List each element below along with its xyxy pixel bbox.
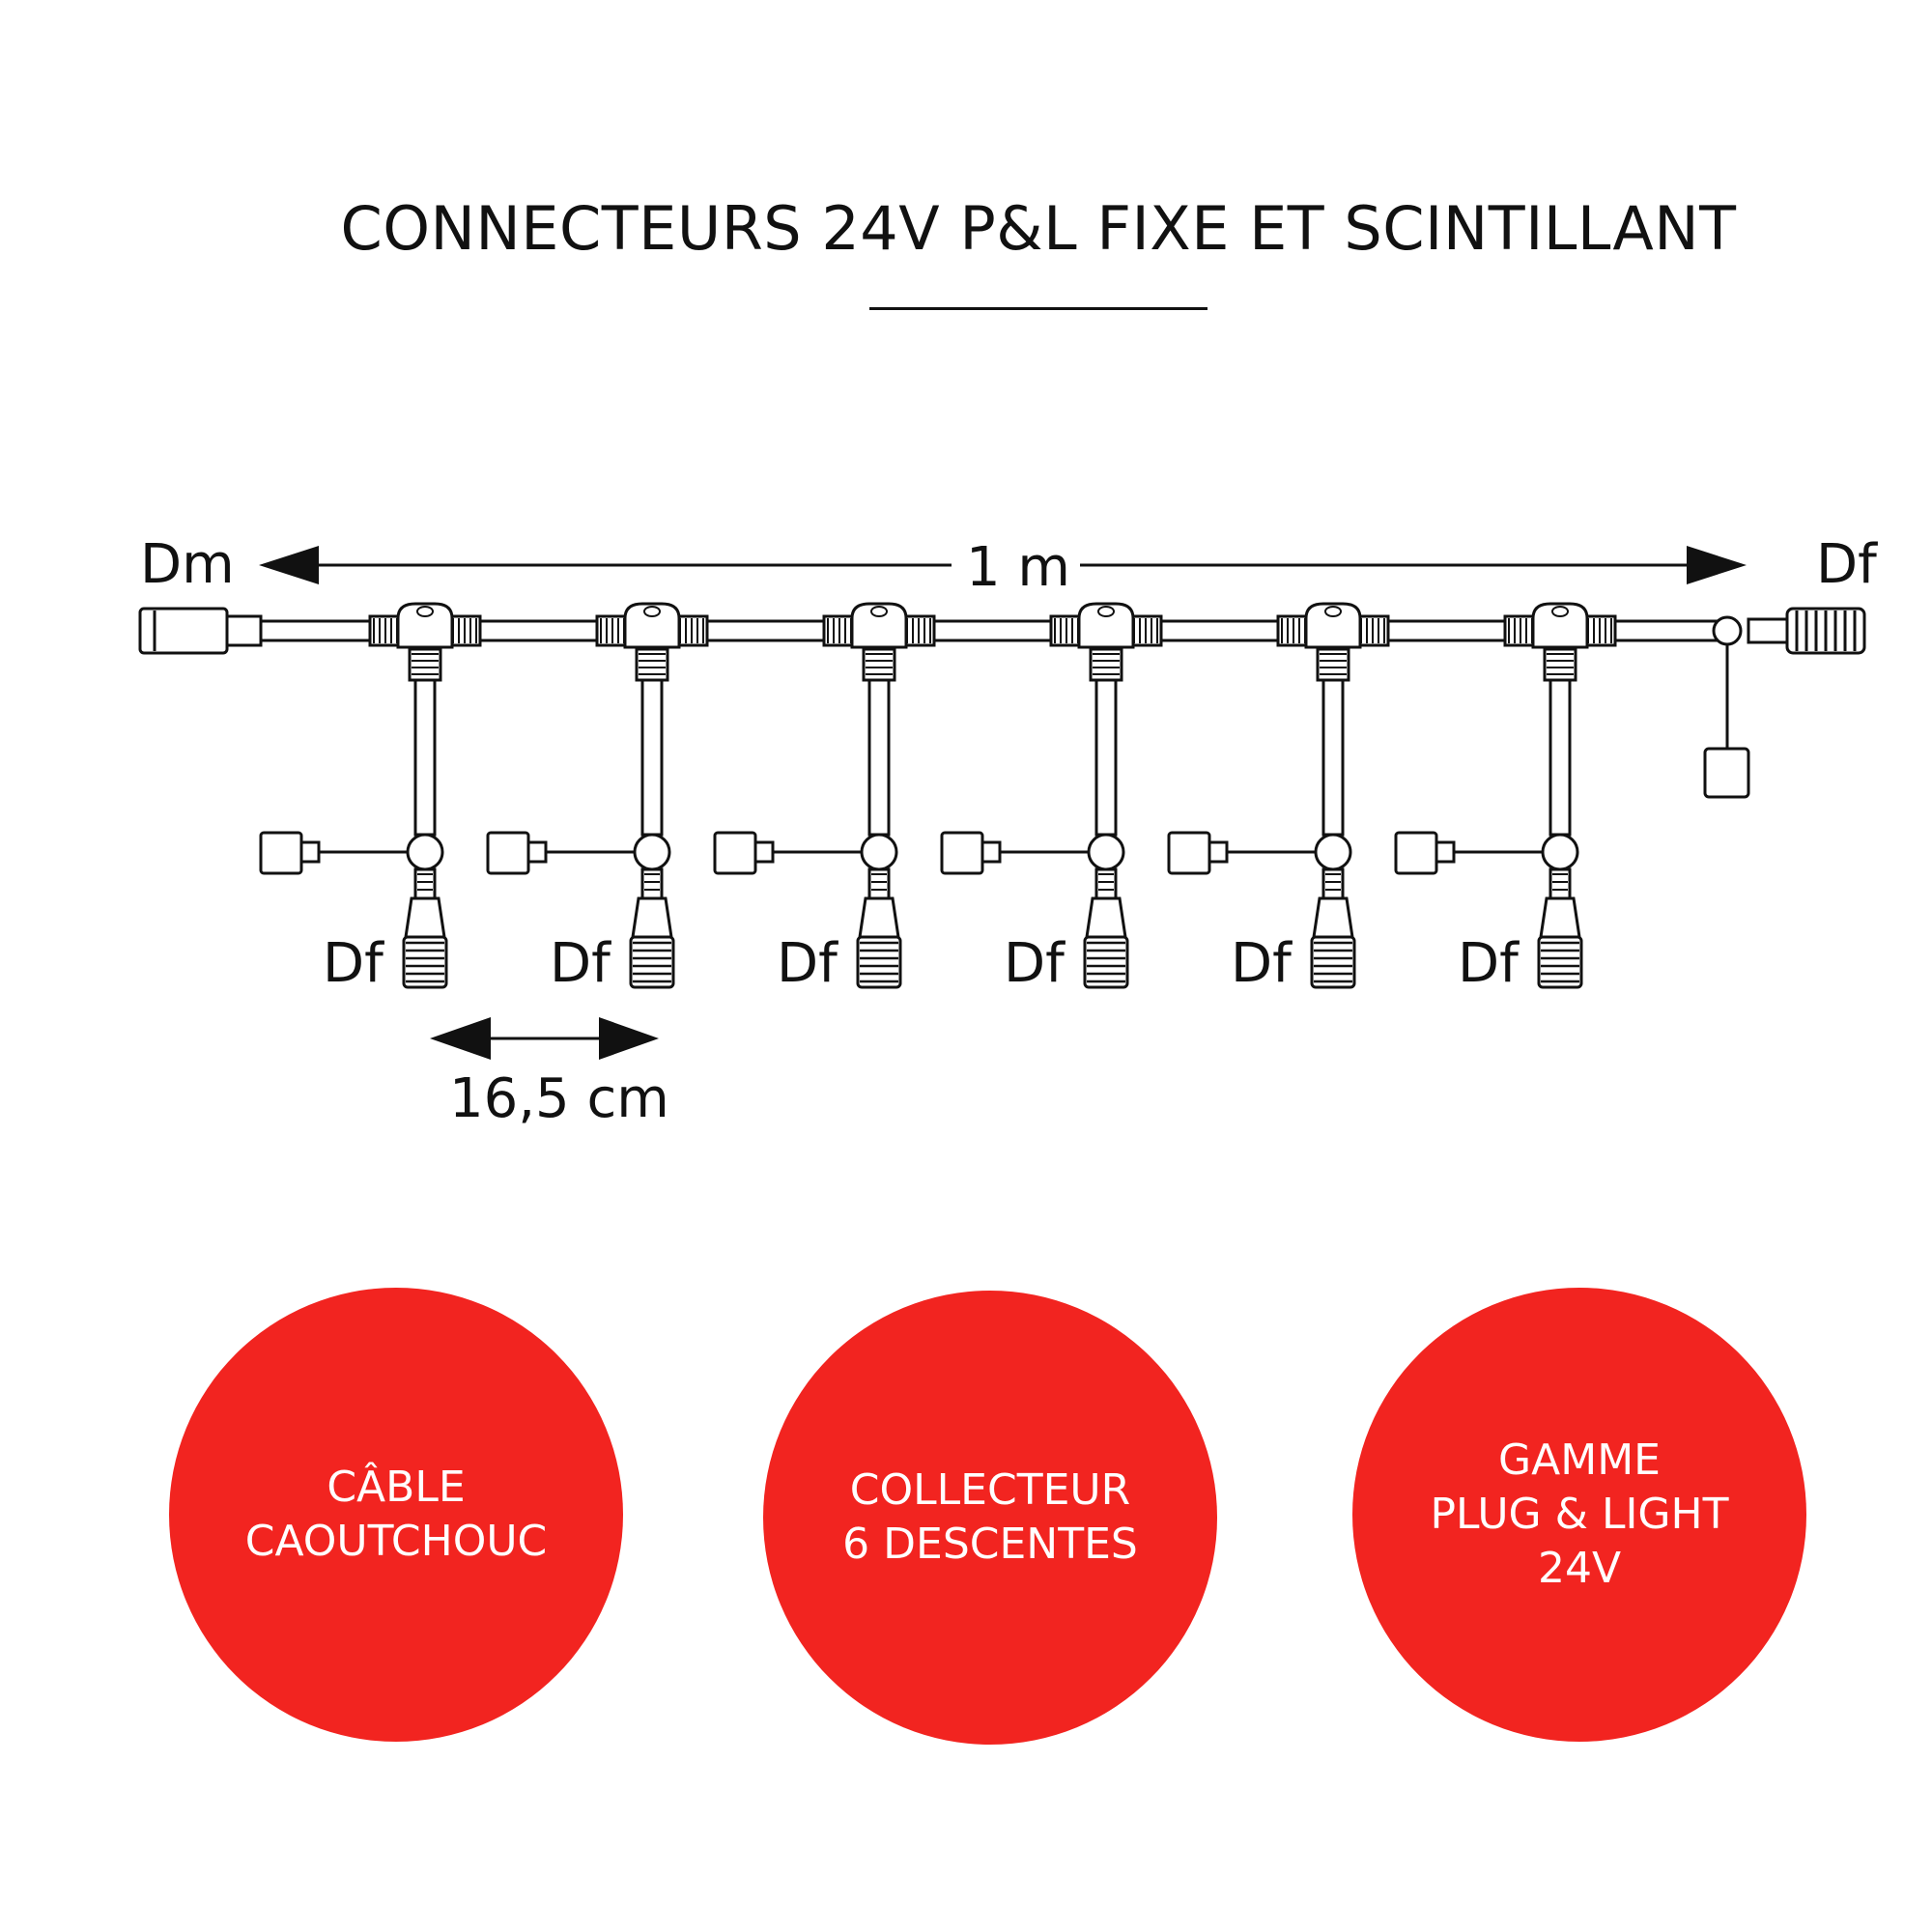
feature-circle-range: GAMME PLUG & LIGHT 24V (1352, 1288, 1806, 1742)
drop-connector-body (1083, 935, 1129, 989)
page-title: CONNECTEURS 24V P&L FIXE ET SCINTILLANT (340, 193, 1737, 264)
drop-ring (633, 833, 671, 871)
drop-label: Df (1231, 932, 1292, 995)
drop-label: Df (1004, 932, 1065, 995)
drop-label: Df (1458, 932, 1519, 995)
tee-junction (850, 602, 908, 649)
drop-connector-taper (1085, 896, 1127, 939)
drop-label: Df (777, 932, 838, 995)
feature-text: COLLECTEUR 6 DESCENTES (842, 1463, 1138, 1572)
feature-line: GAMME (1498, 1435, 1661, 1485)
drop-cable (1321, 678, 1345, 837)
drop-connector-taper (631, 896, 673, 939)
drop-connector-taper (1539, 896, 1581, 939)
tee-junction-cap (1324, 606, 1342, 617)
drop-cap-body (259, 831, 303, 875)
drop-label: Df (323, 932, 384, 995)
tee-junction-cap (416, 606, 434, 617)
feature-line: CÂBLE (327, 1463, 466, 1512)
feature-circle-cable: CÂBLE CAOUTCHOUC (169, 1288, 623, 1742)
title-underline (869, 307, 1208, 310)
feature-line: 24V (1537, 1544, 1622, 1593)
drop-connector-body (856, 935, 902, 989)
cable-ring (1712, 615, 1743, 646)
drop-connector-body (1310, 935, 1356, 989)
right-end-label: Df (1816, 533, 1877, 596)
drop-label: Df (550, 932, 611, 995)
drop-cap-body (940, 831, 984, 875)
tee-junction (1531, 602, 1589, 649)
drop-ring (1541, 833, 1579, 871)
cap-body (1703, 747, 1750, 799)
drop-ring (406, 833, 444, 871)
drop-connector-taper (1312, 896, 1354, 939)
drop-cap-body (1167, 831, 1211, 875)
drop-connector-body (1537, 935, 1583, 989)
drop-cap-body (1394, 831, 1438, 875)
male-connector-neck (225, 614, 263, 647)
arrow-left-icon (259, 546, 319, 584)
left-end-label: Dm (140, 533, 235, 596)
tee-junction-cap (643, 606, 661, 617)
drop-connector-body (402, 935, 448, 989)
drop-cable (640, 678, 664, 837)
tee-junction-cap (1551, 606, 1569, 617)
drop-cable (1548, 678, 1572, 837)
feature-text: CÂBLE CAOUTCHOUC (245, 1461, 548, 1569)
drop-ring (1087, 833, 1125, 871)
feature-line: PLUG & LIGHT (1430, 1490, 1729, 1539)
feature-line: CAOUTCHOUC (244, 1517, 548, 1566)
drop-connector-taper (858, 896, 900, 939)
drop-cap-body (486, 831, 530, 875)
arrow-left-icon (430, 1017, 491, 1060)
drop-ring (860, 833, 898, 871)
tee-junction-cap (1097, 606, 1115, 617)
drop-cap-body (713, 831, 757, 875)
tee-junction (1077, 602, 1135, 649)
drop-cable (1094, 678, 1118, 837)
feature-circle-collector: COLLECTEUR 6 DESCENTES (763, 1291, 1217, 1745)
tee-junction (623, 602, 681, 649)
feature-line: 6 DESCENTES (842, 1520, 1138, 1569)
drop-cable (413, 678, 437, 837)
drop-ring (1314, 833, 1352, 871)
feature-text: GAMME PLUG & LIGHT 24V (1431, 1434, 1729, 1596)
drop-cable (867, 678, 891, 837)
spacing-label: 16,5 cm (449, 1067, 669, 1130)
tee-junction-cap (870, 606, 888, 617)
diagram-root (138, 546, 1866, 1060)
arrow-right-icon (1687, 546, 1747, 584)
drop-connector-taper (404, 896, 446, 939)
drop-connector-body (629, 935, 675, 989)
tee-junction (1304, 602, 1362, 649)
arrow-right-icon (599, 1017, 659, 1060)
length-label: 1 m (956, 536, 1080, 599)
tee-junction (396, 602, 454, 649)
feature-line: COLLECTEUR (849, 1465, 1131, 1515)
female-connector-neck (1747, 617, 1789, 644)
